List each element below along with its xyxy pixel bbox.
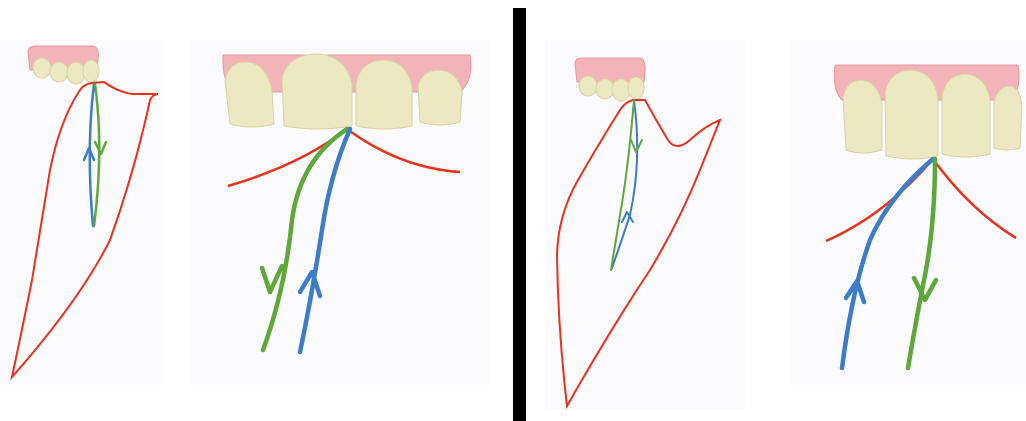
tooth-shape — [942, 74, 990, 157]
tooth-shape — [418, 70, 462, 125]
tooth-shape — [356, 60, 412, 129]
panel-1-background — [0, 40, 165, 385]
tooth-shape — [50, 62, 68, 82]
tooth-shape — [843, 80, 882, 153]
tooth-shape — [885, 70, 938, 159]
incisor-group-small — [575, 58, 645, 101]
tooth-shape — [628, 77, 644, 99]
tooth-shape — [596, 79, 614, 99]
divider-bar — [513, 8, 526, 421]
tooth-shape — [579, 76, 597, 96]
incisor-group-large — [223, 54, 471, 129]
incisor-group-large — [834, 65, 1022, 159]
panel-3-background — [545, 40, 745, 410]
tooth-shape — [282, 54, 352, 129]
tooth-shape — [994, 86, 1022, 150]
tooth-shape — [612, 79, 630, 101]
tooth-shape — [33, 58, 51, 78]
tooth-shape — [67, 62, 85, 84]
tooth-shape — [83, 60, 99, 82]
